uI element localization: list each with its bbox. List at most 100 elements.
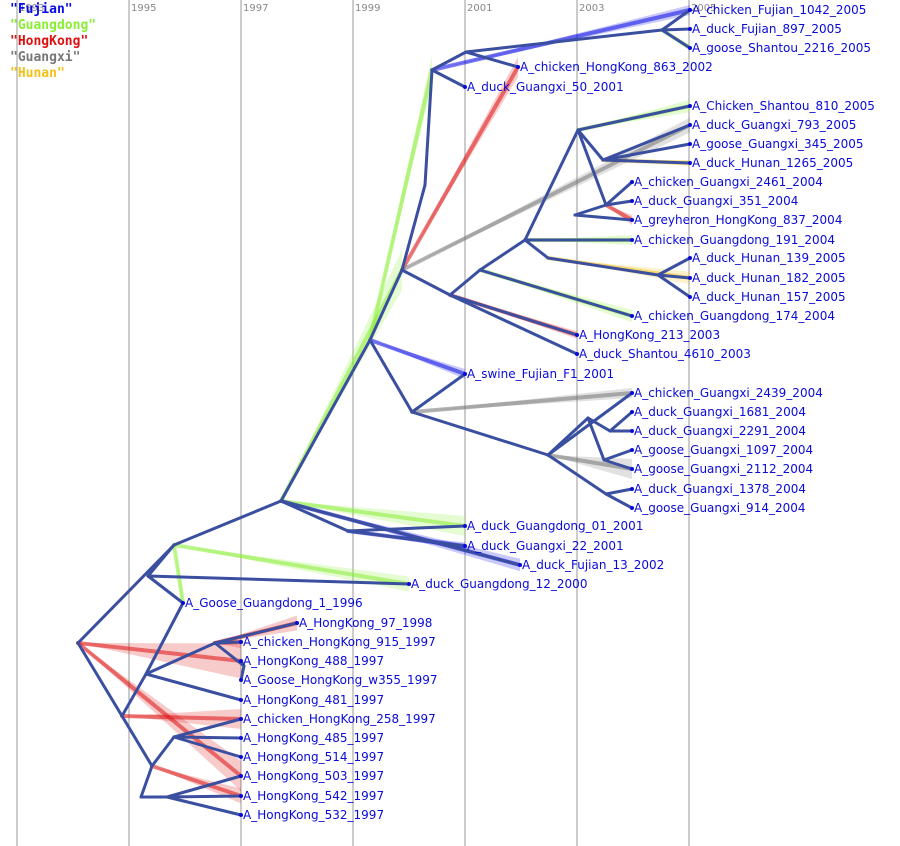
- tree-branch: [602, 458, 634, 471]
- location-legend: "Fujian""Guangdong""HongKong""Guangxi""H…: [10, 2, 96, 82]
- tip-dot: [630, 391, 634, 395]
- tip-dot: [630, 487, 634, 491]
- tip-label: A_goose_Guangxi_914_2004: [634, 501, 806, 515]
- tip-label: A_duck_Guangdong_01_2001: [467, 519, 643, 533]
- year-label: 1999: [355, 3, 380, 14]
- tip-label: A_goose_Guangxi_1097_2004: [634, 443, 813, 457]
- tip-dot: [688, 161, 692, 165]
- tip-label: A_HongKong_485_1997: [243, 731, 384, 745]
- tree-branch: [464, 50, 520, 69]
- tip-dot: [630, 218, 634, 222]
- tip-label: A_chicken_Guangdong_191_2004: [634, 233, 835, 247]
- year-label: 1995: [131, 3, 156, 14]
- tree-branch: [146, 543, 176, 578]
- tip-dot: [181, 601, 185, 605]
- tree-branch: [368, 338, 414, 414]
- tree-branch: [410, 372, 467, 414]
- tip-label: A_duck_Hunan_182_2005: [692, 271, 846, 285]
- tree-branch: [523, 128, 580, 242]
- tree-branches: [76, 8, 692, 817]
- tree-branch: [172, 499, 283, 547]
- tip-dot: [239, 640, 243, 644]
- tree-branch: [478, 238, 527, 272]
- tip-dot: [630, 467, 634, 471]
- tree-branch: [660, 8, 692, 32]
- tree-branch: [146, 574, 185, 605]
- tip-dot: [239, 774, 243, 778]
- tip-dot: [688, 46, 692, 50]
- year-label: 1993: [19, 3, 44, 14]
- tip-label: A_duck_Guangxi_50_2001: [467, 80, 624, 94]
- tree-branch: [76, 641, 124, 718]
- tree-branch: [172, 717, 243, 739]
- tree-branch: [400, 268, 452, 297]
- tree-branch: [478, 268, 634, 318]
- tree-branch: [604, 199, 634, 207]
- tree-branch: [213, 640, 243, 645]
- tree-branch: [165, 774, 243, 799]
- legend-item: "HongKong": [10, 34, 89, 49]
- tip-label: A_goose_Guangxi_2112_2004: [634, 462, 813, 476]
- legend-item: "Guangdong": [10, 18, 97, 33]
- tip-dot: [688, 27, 692, 31]
- density-core: [410, 391, 634, 414]
- tree-branch: [660, 28, 692, 50]
- tree-branch: [172, 735, 243, 759]
- tip-dot: [688, 8, 692, 12]
- tip-dot: [688, 276, 692, 280]
- tip-label: A_swine_Fujian_F1_2001: [467, 367, 614, 381]
- tip-label: A_duck_Guangxi_22_2001: [467, 539, 624, 553]
- tip-label: A_duck_Guangxi_351_2004: [634, 194, 798, 208]
- tip-dot: [518, 563, 522, 567]
- density-core: [604, 203, 634, 222]
- density-core: [172, 543, 185, 605]
- tip-dot: [630, 199, 634, 203]
- tip-dot: [630, 314, 634, 318]
- tip-label: A_Goose_HongKong_w355_1997: [243, 673, 438, 687]
- tip-dot: [688, 295, 692, 299]
- tip-label: A_chicken_HongKong_258_1997: [243, 712, 436, 726]
- tip-dot: [688, 256, 692, 260]
- tree-branch: [400, 183, 427, 272]
- tree-branch: [279, 499, 522, 567]
- tip-label: A_goose_Guangxi_345_2005: [692, 137, 864, 151]
- tree-branch: [448, 268, 482, 297]
- tip-label: A_duck_Guangxi_2291_2004: [634, 424, 806, 438]
- tree-branch: [213, 641, 246, 668]
- tree-branch: [586, 416, 606, 462]
- tree-branch: [423, 68, 434, 187]
- tip-label: A_duck_Shantou_4610_2003: [579, 347, 751, 361]
- tree-branch: [76, 543, 176, 645]
- density-core: [76, 641, 243, 663]
- tree-branch: [448, 293, 579, 337]
- tree-branch: [430, 68, 467, 89]
- tip-label: A_Goose_Guangdong_1_1996: [185, 596, 363, 610]
- density-core: [120, 714, 243, 721]
- tip-label: A_duck_Guangxi_793_2005: [692, 118, 856, 132]
- tip-dot: [239, 813, 243, 817]
- tree-branch: [604, 487, 634, 496]
- tree-branch: [120, 672, 148, 718]
- tree-branch: [120, 714, 154, 768]
- tip-label: A_chicken_Guangxi_2439_2004: [634, 386, 823, 400]
- tip-dot: [239, 659, 243, 663]
- tip-dot: [239, 755, 243, 759]
- tip-dot: [630, 506, 634, 510]
- tree-branch: [601, 142, 692, 162]
- tree-branch: [546, 416, 590, 457]
- tree-branch: [523, 238, 550, 260]
- tip-label: A_Chicken_Shantou_810_2005: [692, 99, 875, 113]
- legend-item: "Guangxi": [10, 50, 81, 65]
- tip-dot: [630, 448, 634, 452]
- tip-labels: A_chicken_Fujian_1042_2005A_duck_Fujian_…: [181, 3, 875, 822]
- tree-branch: [239, 664, 246, 682]
- tree-branch: [368, 268, 404, 342]
- tip-dot: [239, 736, 243, 740]
- tree-branch: [144, 672, 243, 702]
- density-core: [172, 543, 411, 586]
- tip-label: A_HongKong_532_1997: [243, 808, 384, 822]
- tree-branch: [576, 128, 608, 207]
- tree-branch: [213, 621, 299, 645]
- density-core: [150, 764, 243, 798]
- tip-label: A_duck_Guangxi_1378_2004: [634, 482, 806, 496]
